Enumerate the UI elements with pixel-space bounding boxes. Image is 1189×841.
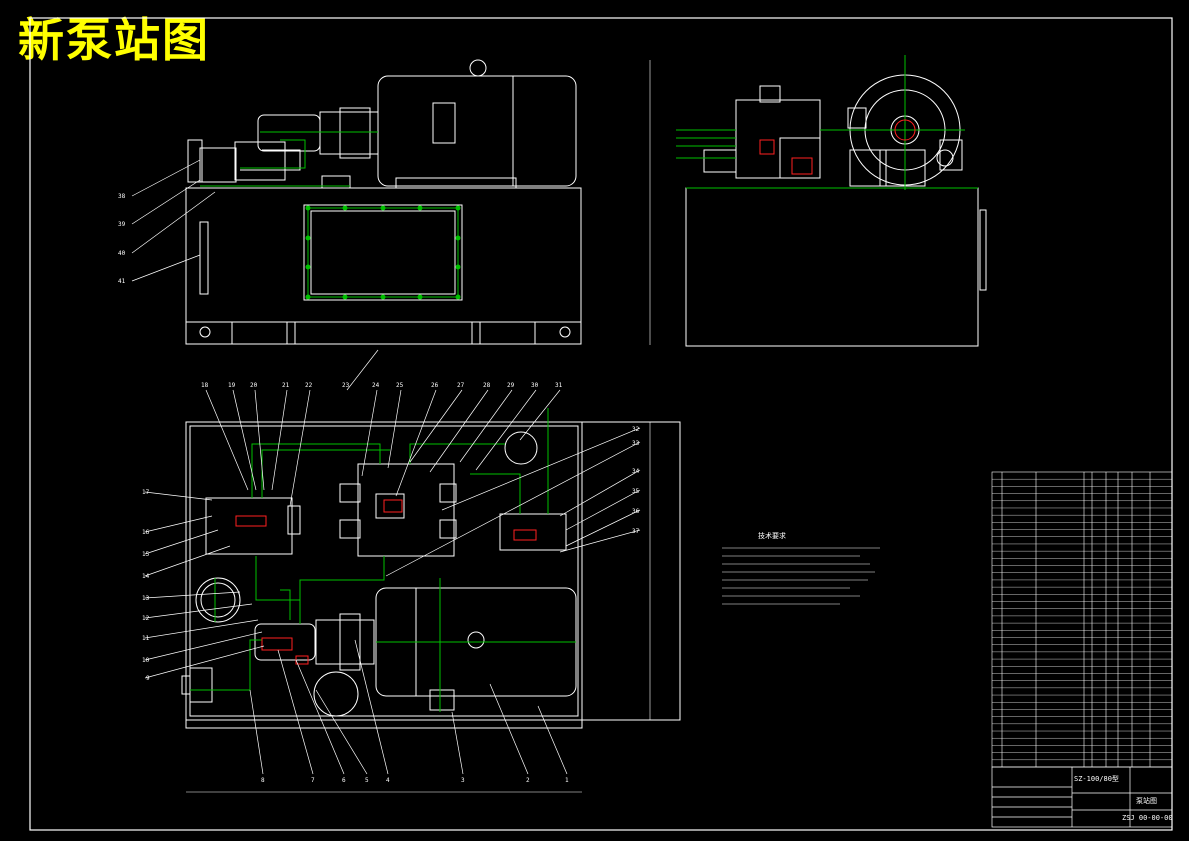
top-label-14: 14 — [142, 573, 150, 580]
top-label-30: 30 — [531, 382, 539, 389]
drawing-border — [29, 17, 1173, 831]
top-label-10: 10 — [142, 657, 150, 664]
top-label-2: 2 — [526, 777, 530, 784]
title-block — [991, 766, 1173, 828]
top-label-8: 8 — [261, 777, 265, 784]
title-block-model: SZ-100/80型 — [1074, 774, 1119, 783]
front-view-leaders — [131, 159, 216, 282]
front-window-outer — [303, 204, 463, 301]
technical-notes: 技术要求 — [722, 531, 880, 605]
front-label-40: 40 — [118, 250, 126, 257]
top-label-19: 19 — [228, 382, 236, 389]
front-label-39: 39 — [118, 221, 126, 228]
parts-list-rows — [992, 478, 1172, 761]
top-label-5: 5 — [365, 777, 369, 784]
top-label-24: 24 — [372, 382, 380, 389]
top-label-31: 31 — [555, 382, 563, 389]
top-label-23: 23 — [342, 382, 350, 389]
side-view-red — [759, 119, 916, 175]
top-label-29: 29 — [507, 382, 515, 389]
top-label-1: 1 — [565, 777, 569, 784]
top-label-33: 33 — [632, 440, 640, 447]
top-valve-block-center — [357, 463, 455, 557]
top-label-17: 17 — [142, 489, 150, 496]
top-label-26: 26 — [431, 382, 439, 389]
top-label-22: 22 — [305, 382, 313, 389]
top-label-18: 18 — [201, 382, 209, 389]
top-label-21: 21 — [282, 382, 290, 389]
top-label-34: 34 — [632, 468, 640, 475]
side-view — [685, 74, 987, 347]
front-window-inner — [310, 210, 456, 295]
front-label-41: 41 — [118, 278, 126, 285]
notes-title: 技术要求 — [758, 531, 786, 540]
dimension-lines — [186, 422, 651, 793]
top-label-7: 7 — [311, 777, 315, 784]
side-tank — [685, 187, 979, 347]
top-label-16: 16 — [142, 529, 150, 536]
parts-list — [991, 471, 1173, 768]
side-view-green — [676, 55, 978, 190]
top-valve-block-right — [499, 513, 567, 551]
top-label-25: 25 — [396, 382, 404, 389]
top-valve-block-left — [205, 497, 293, 555]
title-block-name: 泵站图 — [1136, 796, 1157, 805]
title-block-code: ZSJ 00-00-00 — [1122, 814, 1173, 822]
top-view-leaders — [144, 349, 641, 775]
top-view-green — [190, 408, 576, 712]
top-tank-inner — [189, 425, 579, 717]
front-motor — [377, 75, 577, 187]
top-label-37: 37 — [632, 528, 640, 535]
top-label-3: 3 — [461, 777, 465, 784]
top-view-red — [235, 499, 537, 665]
top-label-15: 15 — [142, 551, 150, 558]
top-label-11: 11 — [142, 635, 150, 642]
drawing-title: 新泵站图 — [18, 13, 210, 67]
front-view-bolts — [305, 205, 461, 300]
top-label-32: 32 — [632, 426, 640, 433]
top-view — [181, 421, 681, 729]
top-label-36: 36 — [632, 508, 640, 515]
top-label-20: 20 — [250, 382, 258, 389]
top-label-4: 4 — [386, 777, 390, 784]
top-label-13: 13 — [142, 595, 150, 602]
front-view — [185, 59, 582, 345]
top-label-12: 12 — [142, 615, 150, 622]
top-label-9: 9 — [146, 675, 150, 682]
front-label-38: 38 — [118, 193, 126, 200]
top-label-28: 28 — [483, 382, 491, 389]
front-tank-base — [185, 321, 582, 345]
top-label-35: 35 — [632, 488, 640, 495]
level-gauge — [199, 221, 209, 295]
top-label-6: 6 — [342, 777, 346, 784]
top-label-27: 27 — [457, 382, 465, 389]
front-view-green — [200, 131, 459, 298]
